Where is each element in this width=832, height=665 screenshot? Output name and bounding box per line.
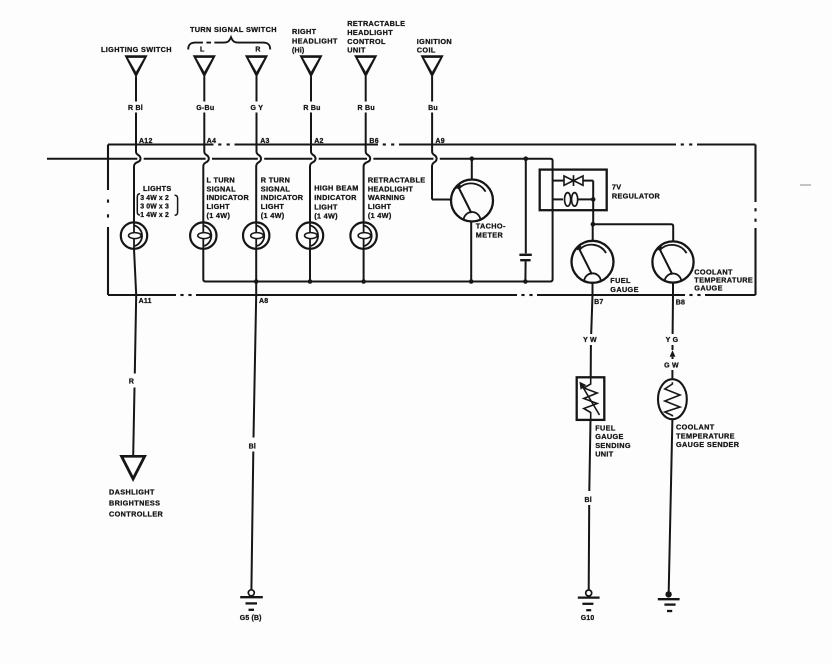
svg-text:Bu: Bu [428,105,438,112]
svg-text:(1 4W): (1 4W) [261,211,285,220]
svg-text:Bl: Bl [249,443,256,450]
svg-text:TURN SIGNAL SWITCH: TURN SIGNAL SWITCH [190,25,277,34]
svg-text:B6: B6 [369,138,378,145]
svg-text:1 4W x 2: 1 4W x 2 [140,212,169,219]
svg-text:Y G: Y G [666,337,679,344]
svg-text:SIGNAL: SIGNAL [261,184,291,193]
svg-text:G5 (B): G5 (B) [240,615,262,622]
svg-text:INDICATOR: INDICATOR [207,193,250,202]
svg-text:3 4W x 2: 3 4W x 2 [140,195,169,202]
svg-text:A2: A2 [314,138,323,145]
svg-text:RETRACTABLE: RETRACTABLE [368,175,425,184]
svg-text:INDICATOR: INDICATOR [314,193,357,202]
svg-text:A12: A12 [139,138,153,145]
svg-text:CONTROL: CONTROL [347,37,386,46]
svg-text:REGULATOR: REGULATOR [612,192,661,201]
svg-text:R Bl: R Bl [128,105,143,112]
svg-text:HIGH BEAM: HIGH BEAM [314,184,358,193]
svg-text:FUEL: FUEL [610,276,631,285]
svg-text:METER: METER [476,231,504,240]
svg-text:(1 4W): (1 4W) [368,211,392,220]
svg-text:A8: A8 [259,298,268,305]
svg-text:LIGHTS: LIGHTS [143,184,172,193]
svg-text:Bl: Bl [584,497,591,504]
svg-text:R Bu: R Bu [303,105,320,112]
svg-text:LIGHTING SWITCH: LIGHTING SWITCH [101,45,172,54]
svg-text:HEADLIGHT: HEADLIGHT [292,37,338,46]
svg-text:BRIGHTNESS: BRIGHTNESS [109,498,160,507]
svg-text:B8: B8 [676,299,685,306]
svg-text:3 0W x 3: 3 0W x 3 [140,204,169,211]
svg-text:R Bu: R Bu [358,105,375,112]
svg-text:HEADLIGHT: HEADLIGHT [368,184,414,193]
svg-text:SIGNAL: SIGNAL [207,184,237,193]
svg-text:GAUGE SENDER: GAUGE SENDER [676,440,740,449]
svg-text:COIL: COIL [417,46,436,55]
svg-text:A9: A9 [435,138,444,145]
svg-text:LIGHT: LIGHT [368,202,392,211]
svg-text:COOLANT: COOLANT [694,267,733,276]
svg-text:L TURN: L TURN [207,175,235,184]
svg-text:RETRACTABLE: RETRACTABLE [347,19,405,28]
svg-text:LIGHT: LIGHT [314,202,338,211]
svg-text:G-Bu: G-Bu [196,105,214,112]
svg-text:UNIT: UNIT [595,449,614,458]
svg-text:B7: B7 [594,299,603,306]
svg-text:GAUGE: GAUGE [610,285,639,294]
svg-text:(1 4W): (1 4W) [207,211,231,220]
svg-text:A4: A4 [207,138,216,145]
svg-text:WARNING: WARNING [368,193,405,202]
svg-text:FUEL: FUEL [595,424,616,433]
svg-text:LIGHT: LIGHT [207,202,231,211]
svg-text:IGNITION: IGNITION [417,37,452,46]
svg-text:(Hi): (Hi) [292,47,304,54]
svg-text:Y W: Y W [583,337,597,344]
svg-text:SENDING: SENDING [595,441,631,450]
svg-text:UNIT: UNIT [347,46,366,55]
svg-text:INDICATOR: INDICATOR [261,193,304,202]
svg-text:R TURN: R TURN [261,175,290,184]
svg-text:GAUGE: GAUGE [595,432,624,441]
svg-text:(1 4W): (1 4W) [314,212,338,221]
svg-text:TEMPERATURE: TEMPERATURE [694,275,753,284]
svg-text:A3: A3 [260,138,269,145]
svg-text:TACHO-: TACHO- [476,222,506,231]
svg-text:CONTROLLER: CONTROLLER [109,509,164,518]
svg-text:LIGHT: LIGHT [261,202,285,211]
svg-text:L: L [200,47,205,54]
svg-text:G10: G10 [581,615,595,622]
svg-text:A11: A11 [139,298,152,305]
svg-text:TEMPERATURE: TEMPERATURE [676,431,735,440]
svg-text:HEADLIGHT: HEADLIGHT [347,28,393,37]
svg-text:RIGHT: RIGHT [292,27,317,36]
svg-text:DASHLIGHT: DASHLIGHT [109,487,155,496]
svg-text:COOLANT: COOLANT [676,422,715,431]
svg-text:7V: 7V [612,182,622,191]
svg-text:GAUGE: GAUGE [694,283,723,292]
svg-text:G W: G W [664,362,679,369]
svg-text:R: R [255,47,260,54]
svg-text:R: R [129,378,134,385]
svg-text:G Y: G Y [250,105,263,112]
